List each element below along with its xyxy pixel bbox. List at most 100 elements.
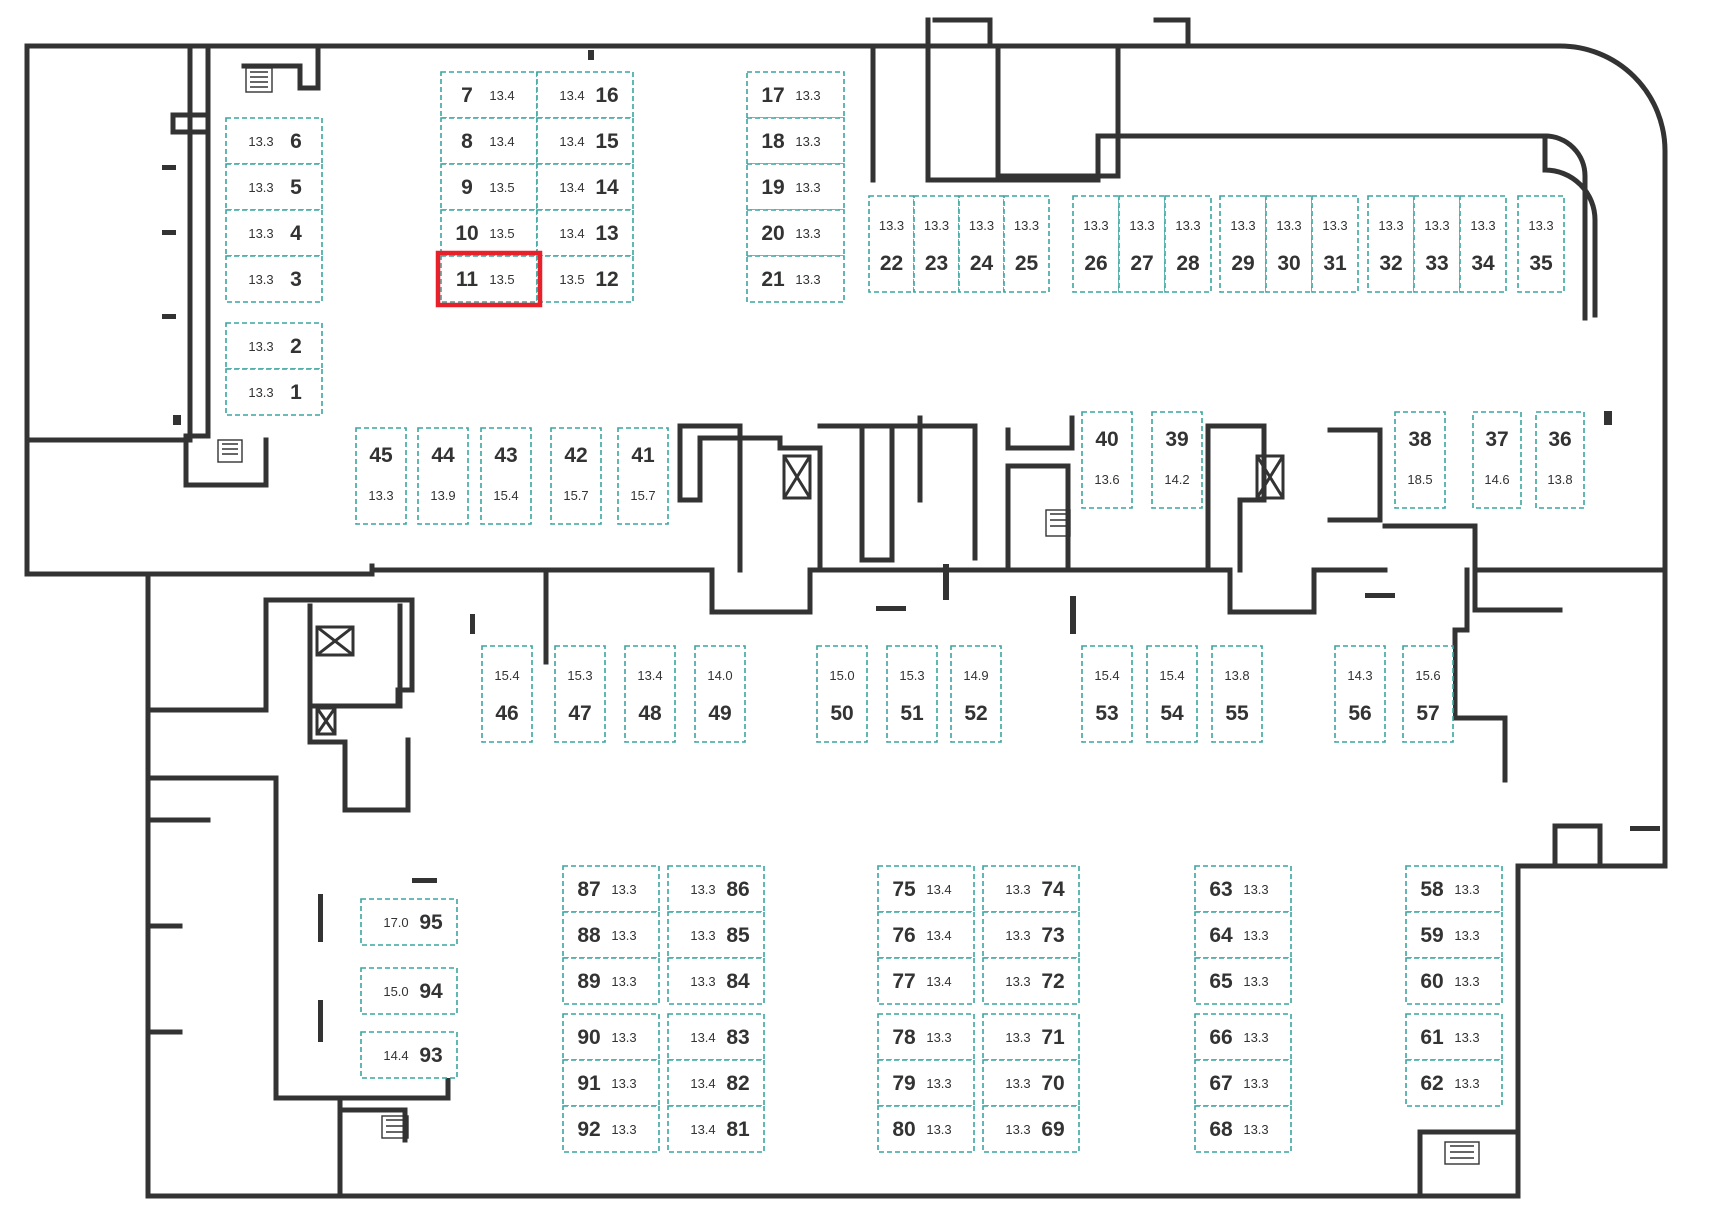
parking-space-outline[interactable]	[617, 427, 669, 525]
parking-space-outline[interactable]	[877, 1105, 975, 1153]
parking-space-outline[interactable]	[1405, 1059, 1503, 1107]
parking-space-outline[interactable]	[667, 1105, 765, 1153]
parking-space-outline[interactable]	[417, 427, 469, 525]
parking-space-outline[interactable]	[667, 865, 765, 913]
parking-space-outline[interactable]	[982, 1059, 1080, 1107]
parking-space-outline[interactable]	[746, 255, 845, 303]
parking-space-6[interactable]: 613.3	[225, 117, 323, 165]
parking-space-outline[interactable]	[562, 1013, 660, 1061]
parking-space-outline[interactable]	[877, 865, 975, 913]
parking-space-outline[interactable]	[1118, 195, 1166, 293]
parking-space-outline[interactable]	[1146, 645, 1198, 743]
parking-space-outline[interactable]	[950, 645, 1002, 743]
parking-space-outline[interactable]	[877, 957, 975, 1005]
parking-space-outline[interactable]	[624, 645, 676, 743]
parking-space-outline[interactable]	[1517, 195, 1565, 293]
parking-space-outline[interactable]	[667, 957, 765, 1005]
parking-space-outline[interactable]	[1194, 1059, 1292, 1107]
parking-space-outline[interactable]	[440, 255, 538, 303]
parking-space-outline[interactable]	[562, 1105, 660, 1153]
parking-space-4[interactable]: 413.3	[225, 209, 323, 257]
parking-space-outline[interactable]	[1194, 1013, 1292, 1061]
parking-space-outline[interactable]	[562, 865, 660, 913]
parking-space-outline[interactable]	[562, 911, 660, 959]
parking-space-outline[interactable]	[1405, 957, 1503, 1005]
parking-space-outline[interactable]	[1194, 865, 1292, 913]
parking-space-outline[interactable]	[868, 195, 915, 293]
parking-space-outline[interactable]	[440, 209, 538, 257]
parking-space-outline[interactable]	[694, 645, 746, 743]
parking-space-outline[interactable]	[440, 163, 538, 211]
parking-space-outline[interactable]	[360, 1031, 458, 1079]
parking-space-outline[interactable]	[225, 322, 323, 370]
parking-space-outline[interactable]	[1311, 195, 1359, 293]
parking-space-outline[interactable]	[982, 1013, 1080, 1061]
parking-space-outline[interactable]	[1194, 911, 1292, 959]
parking-space-outline[interactable]	[536, 209, 634, 257]
parking-space-outline[interactable]	[886, 645, 938, 743]
parking-space-outline[interactable]	[667, 911, 765, 959]
parking-space-1[interactable]: 113.3	[225, 368, 323, 416]
parking-space-outline[interactable]	[746, 209, 845, 257]
parking-space-outline[interactable]	[1151, 411, 1203, 509]
parking-space-outline[interactable]	[225, 117, 323, 165]
parking-space-outline[interactable]	[816, 645, 868, 743]
parking-space-outline[interactable]	[958, 195, 1005, 293]
parking-space-outline[interactable]	[536, 163, 634, 211]
